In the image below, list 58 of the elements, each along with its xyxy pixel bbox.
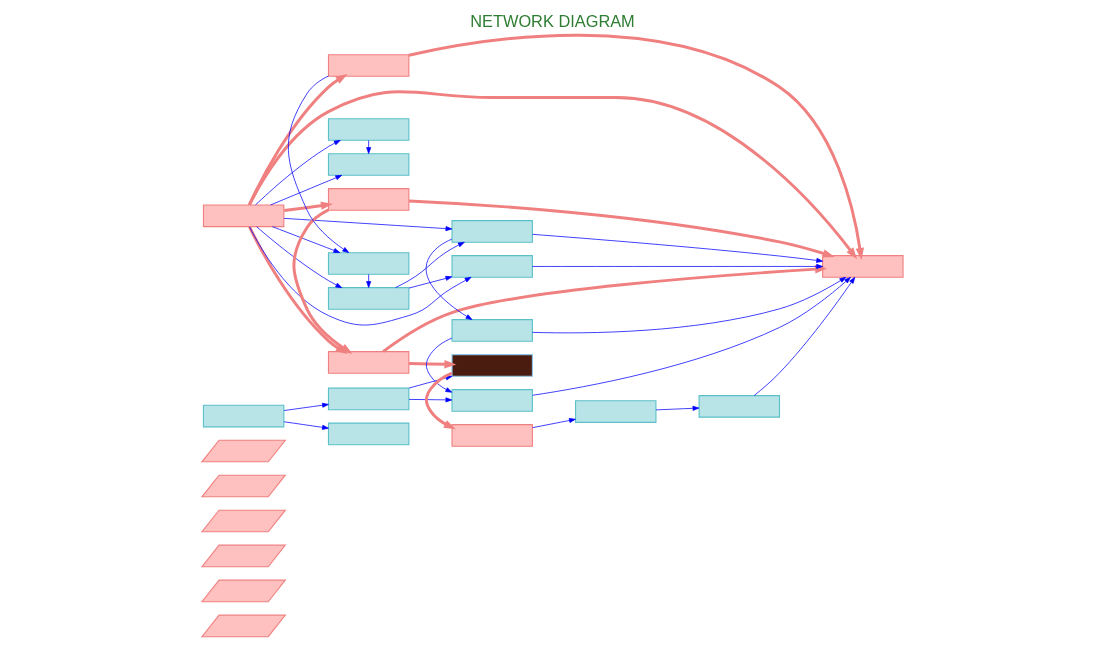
node-parallelogram xyxy=(200,509,286,533)
arrow xyxy=(425,238,472,320)
arrow xyxy=(531,276,846,334)
node-box xyxy=(327,188,409,211)
arrow xyxy=(247,90,857,260)
arrow xyxy=(254,139,341,206)
arrow xyxy=(408,33,864,260)
arrow xyxy=(283,201,333,213)
arrow xyxy=(425,337,452,393)
arrow xyxy=(255,226,342,289)
node-box xyxy=(327,287,409,310)
node-box xyxy=(327,351,409,374)
arrow xyxy=(394,241,465,288)
node-box xyxy=(450,255,533,278)
arrow xyxy=(753,276,855,396)
arrow xyxy=(365,274,371,288)
node-parallelogram xyxy=(200,614,286,638)
node-box xyxy=(327,387,409,411)
node-box xyxy=(327,153,409,176)
node-box xyxy=(698,395,780,418)
node-parallelogram xyxy=(200,474,286,498)
node-box xyxy=(202,404,284,428)
node-parallelogram xyxy=(200,544,286,568)
arrow xyxy=(271,226,340,253)
arrow xyxy=(408,397,452,403)
arrow xyxy=(269,175,342,206)
arrow xyxy=(248,226,471,326)
diagram-title: NETWORK DIAGRAM xyxy=(469,12,635,31)
arrow xyxy=(531,264,823,269)
node-box xyxy=(327,422,409,446)
arrow xyxy=(531,277,851,396)
arrow xyxy=(283,402,329,411)
arrow xyxy=(531,418,576,429)
arrow xyxy=(283,218,452,232)
node-box xyxy=(450,354,533,377)
node-box xyxy=(450,319,533,342)
node-box xyxy=(202,204,284,228)
arrow xyxy=(408,199,835,258)
arrow xyxy=(408,275,452,289)
node-box xyxy=(450,389,533,412)
node-box xyxy=(327,54,409,77)
arrow xyxy=(247,74,348,206)
node-box xyxy=(821,255,904,278)
node-box xyxy=(450,424,533,447)
arrow xyxy=(283,421,329,430)
arrow xyxy=(424,371,456,430)
arrow xyxy=(408,360,456,369)
node-parallelogram xyxy=(200,579,286,603)
node-box xyxy=(327,252,409,275)
node-box xyxy=(327,118,409,141)
arrow xyxy=(531,234,823,263)
arrow xyxy=(655,405,699,411)
arrow xyxy=(287,75,349,253)
arrow xyxy=(365,140,371,154)
node-parallelogram xyxy=(200,439,286,463)
arrow xyxy=(381,265,827,353)
node-box xyxy=(450,220,533,243)
node-box xyxy=(574,400,656,423)
